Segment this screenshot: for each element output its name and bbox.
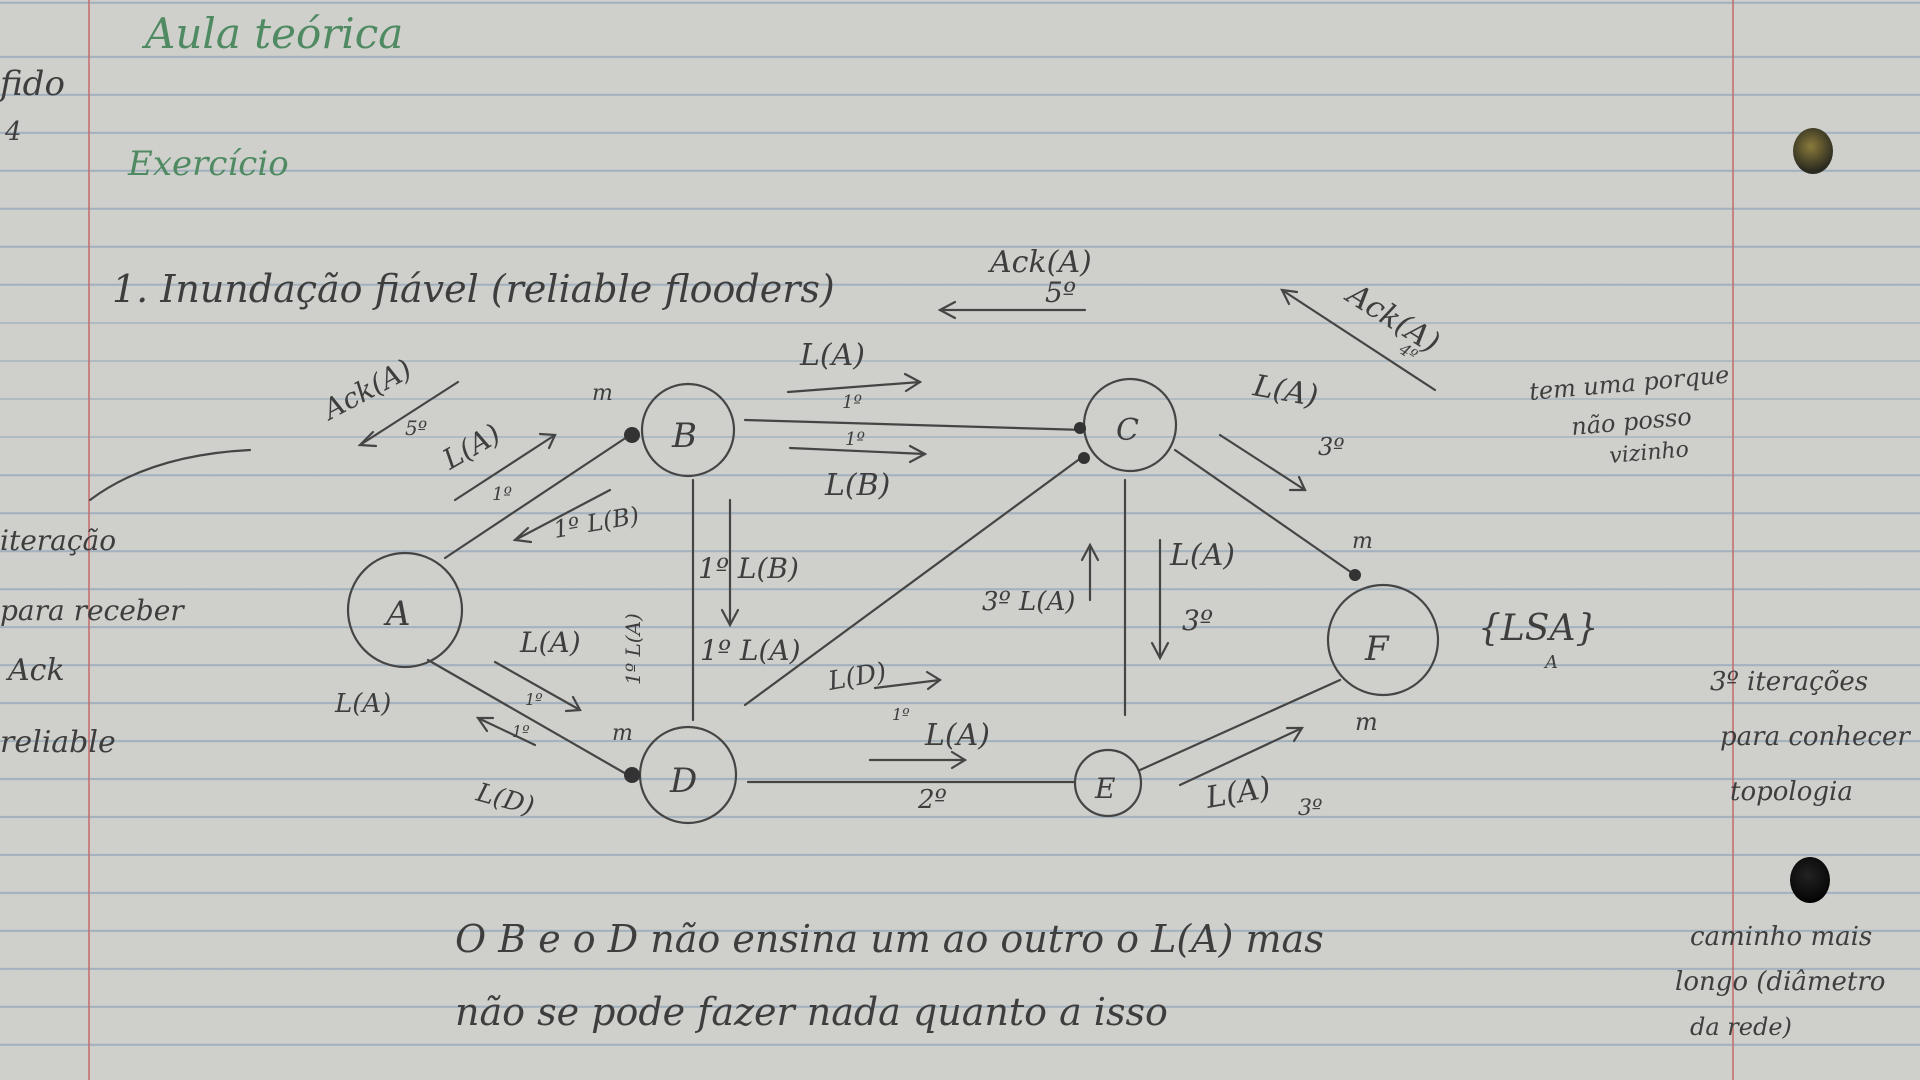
edge-c-f bbox=[1173, 448, 1357, 577]
label-c-e-l-a: L(A) bbox=[1169, 538, 1235, 573]
label-d-c-ord: 1º bbox=[892, 705, 910, 724]
label-b-c-ord: 1º bbox=[842, 392, 862, 413]
node-d-mark: m bbox=[612, 721, 633, 746]
left-note-1: iteração bbox=[0, 524, 116, 557]
label-b-d-l-a: 1º L(A) bbox=[700, 634, 801, 667]
edge-a-d bbox=[426, 658, 630, 777]
label-f-set: {LSA} bbox=[1478, 608, 1598, 649]
graph-edges bbox=[426, 418, 1357, 784]
right-note-top-1: tem uma porque bbox=[1528, 361, 1730, 406]
edge-e-f bbox=[1138, 678, 1342, 772]
right-notes: tem uma porque não posso vizinho 3º iter… bbox=[1528, 361, 1911, 1041]
right-note-footer-1: caminho mais bbox=[1690, 922, 1872, 952]
node-f-mark-bottom: m bbox=[1355, 708, 1378, 736]
label-b-a-l-b: 1º L(B) bbox=[551, 501, 641, 544]
left-note-2: para receber bbox=[0, 594, 185, 627]
label-c-f-ord: 3º bbox=[1318, 433, 1345, 461]
label-c-e-ord: 3º bbox=[1182, 604, 1213, 637]
right-note-top-3: vizinho bbox=[1608, 437, 1690, 469]
node-f-mark-top: m bbox=[1352, 529, 1373, 554]
node-c-dot-1 bbox=[1074, 422, 1086, 434]
node-c-dot-2 bbox=[1078, 452, 1090, 464]
page-title: Aula teórica bbox=[141, 9, 403, 58]
label-right-ack: Ack(A) bbox=[1338, 276, 1445, 361]
label-d-e-ord: 2º bbox=[917, 785, 947, 815]
label-a-ack-ord: 5º bbox=[405, 416, 427, 440]
label-c-f-l-a: L(A) bbox=[1250, 368, 1321, 414]
node-e-label: E bbox=[1094, 772, 1115, 805]
right-margin-line bbox=[1732, 0, 1734, 1080]
node-e-circle bbox=[1073, 748, 1143, 818]
label-a-d-l-a: L(A) bbox=[519, 626, 581, 659]
message-arrows bbox=[357, 288, 1437, 787]
left-note-4: reliable bbox=[0, 725, 116, 760]
node-b-label: B bbox=[671, 416, 697, 456]
right-note-top-2: não posso bbox=[1570, 403, 1693, 441]
section-title: Exercício bbox=[127, 144, 289, 184]
node-b-circle bbox=[640, 382, 736, 478]
label-a-ack: Ack(A) bbox=[315, 352, 417, 427]
right-note-bottom-1: 3º iterações bbox=[1710, 667, 1868, 697]
side-mark: 4 bbox=[4, 117, 22, 147]
label-f-set-sub: A bbox=[1543, 652, 1558, 673]
left-note-3: Ack bbox=[5, 653, 65, 688]
node-f-label: F bbox=[1364, 629, 1390, 669]
node-f-dot bbox=[1349, 569, 1361, 581]
label-top-ack: Ack(A) bbox=[987, 245, 1092, 280]
footer-line-2: não se pode fazer nada quanto a isso bbox=[455, 990, 1168, 1034]
footer-line-1: O B e o D não ensina um ao outro o L(A) … bbox=[455, 917, 1324, 961]
node-f-circle bbox=[1326, 583, 1440, 697]
edge-b-c bbox=[743, 418, 1087, 432]
right-note-footer-2: longo (diâmetro bbox=[1675, 967, 1885, 997]
left-margin-line bbox=[88, 0, 90, 1080]
right-note-footer-3: da rede) bbox=[1690, 1013, 1792, 1041]
label-a-l-a: L(A) bbox=[334, 689, 391, 719]
node-b-mark: m bbox=[592, 381, 613, 406]
label-a-d-ord: 1º bbox=[525, 690, 543, 709]
node-a-circle bbox=[346, 551, 464, 669]
edge-a-b bbox=[443, 433, 632, 560]
label-a-b-ord: 1º bbox=[492, 484, 512, 505]
label-b-d-l-b: 1º L(B) bbox=[698, 552, 799, 585]
node-b-dot bbox=[624, 427, 640, 443]
label-d-a-l-d: L(D) bbox=[472, 778, 537, 822]
node-d-dot bbox=[624, 767, 640, 783]
label-c-b-l-b: L(B) bbox=[824, 468, 890, 503]
label-d-b-l-a: 1º L(A) bbox=[621, 613, 645, 685]
label-e-f-l-a: L(A) bbox=[1202, 770, 1273, 816]
node-d-label: D bbox=[669, 761, 697, 801]
exercise-title: 1. Inundação fiável (reliable flooders) bbox=[112, 267, 835, 311]
label-a-b-l-a: L(A) bbox=[436, 417, 506, 476]
label-d-c-l-d: L(D) bbox=[825, 657, 889, 697]
node-c-label: C bbox=[1116, 413, 1139, 448]
node-a-label: A bbox=[383, 594, 411, 634]
edge-labels: L(A) 1º 1º L(B) Ack(A) 5º L(A) L(A) 1º 1… bbox=[315, 245, 1598, 822]
left-notes: iteração para receber Ack reliable bbox=[0, 448, 252, 760]
right-note-bottom-3: topologia bbox=[1730, 777, 1853, 807]
label-d-e-l-a: L(A) bbox=[924, 718, 990, 753]
label-e-f-ord: 3º bbox=[1298, 796, 1322, 821]
side-note: fido bbox=[0, 64, 65, 104]
graph-nodes: A B C D E F m m m m bbox=[346, 377, 1440, 825]
edge-d-c bbox=[743, 453, 1087, 707]
label-c-b-ord: 1º bbox=[845, 429, 865, 450]
label-e-c-l-a: 3º L(A) bbox=[982, 587, 1075, 617]
label-d-a-ord: 1º bbox=[512, 722, 530, 741]
right-note-bottom-2: para conhecer bbox=[1720, 722, 1911, 752]
binder-hole-bottom bbox=[1790, 857, 1830, 903]
label-b-c-l-a: L(A) bbox=[799, 338, 865, 373]
label-top-ack-ord: 5º bbox=[1045, 276, 1076, 309]
binder-hole-top bbox=[1793, 128, 1833, 174]
